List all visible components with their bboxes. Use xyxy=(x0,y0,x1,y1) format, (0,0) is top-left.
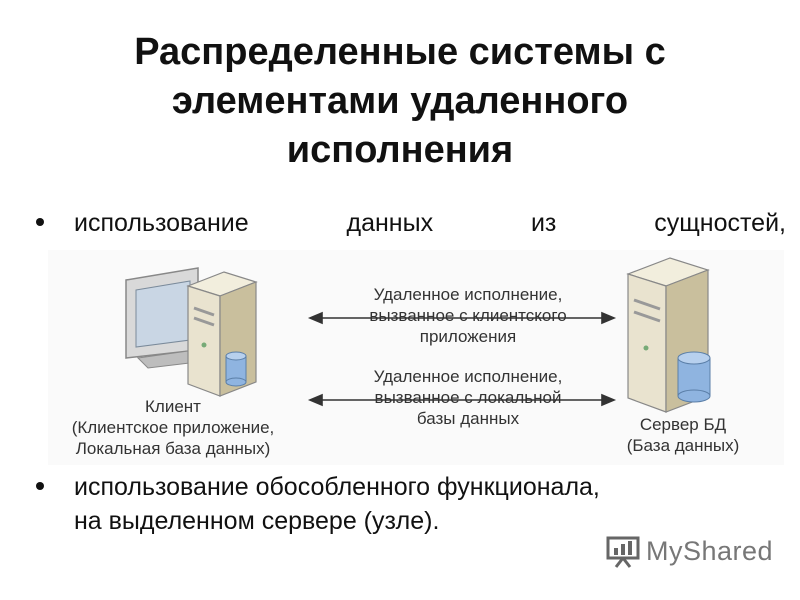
server-label: Сервер БД (База данных) xyxy=(608,414,758,456)
bullet-word: сущностей, xyxy=(654,209,786,237)
bullet-line: на выделенном сервере (узле). xyxy=(74,507,440,535)
monitor-icon xyxy=(125,267,200,369)
diagram-graphics xyxy=(125,257,711,413)
label-line: Клиент xyxy=(145,397,201,416)
label-line: Локальная база данных) xyxy=(75,439,271,458)
title-line: элементами удаленного xyxy=(171,80,629,122)
label-line: вызванное с клиентского xyxy=(369,306,567,325)
bullet-line: использование обособленного функционала, xyxy=(74,473,600,501)
bullet-word: использование xyxy=(74,209,249,237)
arrow-label-local-db: Удаленное исполнение, вызванное с локаль… xyxy=(348,366,588,429)
database-icon xyxy=(677,351,711,403)
label-line: (База данных) xyxy=(626,436,740,455)
label-line: вызванное с локальной xyxy=(374,388,562,407)
title-line: Распределенные системы с xyxy=(134,31,666,73)
presentation-board-icon xyxy=(606,536,640,568)
arrow-label-client-app: Удаленное исполнение, вызванное с клиент… xyxy=(348,284,588,347)
label-line: Удаленное исполнение, xyxy=(373,285,563,304)
label-line: базы данных xyxy=(416,409,520,428)
bidirectional-arrow xyxy=(307,393,617,407)
bullet-text: использование данных из сущностей, xyxy=(74,206,786,240)
label-line: приложения xyxy=(419,327,517,346)
bidirectional-arrow xyxy=(307,311,617,325)
label-line: Удаленное исполнение, xyxy=(373,367,563,386)
architecture-diagram: Удаленное исполнение, вызванное с клиент… xyxy=(48,250,784,465)
bullet-text: использование обособленного функционала,… xyxy=(74,470,786,538)
slide-title: Распределенные системы с элементами удал… xyxy=(40,28,760,175)
myshared-logo: MyShared xyxy=(606,534,776,570)
bullet-word: из xyxy=(530,209,557,237)
label-line: (Клиентское приложение, xyxy=(71,418,275,437)
bullet-dot xyxy=(36,218,44,226)
bullet-word: данных xyxy=(346,209,434,237)
client-label: Клиент (Клиентское приложение, Локальная… xyxy=(48,396,298,459)
logo-text: MyShared xyxy=(646,536,774,566)
title-line: исполнения xyxy=(286,129,514,171)
bullet-dot xyxy=(36,482,44,490)
client-server-icon xyxy=(186,271,258,397)
database-icon xyxy=(225,351,247,387)
label-line: Сервер БД xyxy=(639,415,727,434)
